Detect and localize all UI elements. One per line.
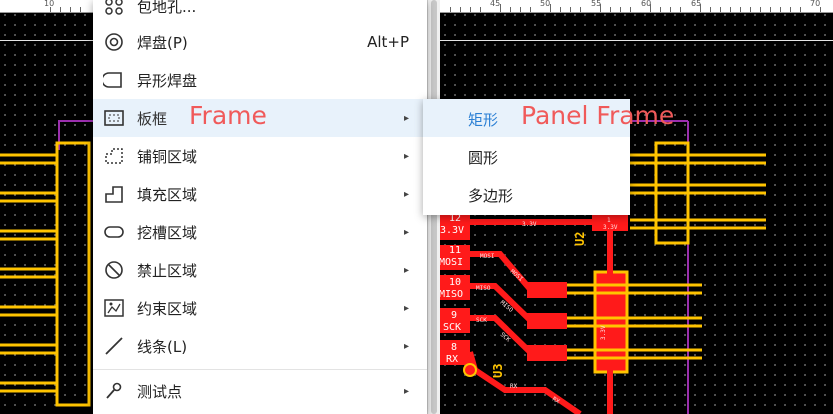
- pin-labels: 12 3.3V 11 MOSI 10 MISO 9 SCK 8 RX: [439, 213, 464, 365]
- menu-item-label: 线条(L): [137, 337, 188, 356]
- submenu-arrow-icon: ▸: [403, 226, 409, 238]
- svg-text:1: 1: [607, 217, 611, 224]
- designator-u2: U2: [573, 232, 587, 246]
- svg-text:MOSI: MOSI: [480, 253, 495, 260]
- menu-item-label: 板框: [137, 109, 168, 128]
- ruler-tick-label: 70: [810, 0, 821, 8]
- menu-item-label: 填充区域: [137, 185, 198, 204]
- pin-name: 3.3V: [440, 225, 464, 236]
- submenu-arrow-icon: ▸: [403, 150, 409, 162]
- svg-text:MISO: MISO: [476, 285, 491, 292]
- fill-area-icon: [103, 184, 125, 204]
- menu-item-label: 异形焊盘: [137, 71, 198, 90]
- submenu-arrow-icon: ▸: [403, 264, 409, 276]
- svg-text:RX: RX: [510, 383, 518, 390]
- menu-divider: [93, 369, 427, 370]
- menu-item-fill-area[interactable]: 填充区域 ▸: [93, 175, 427, 213]
- submenu-item-rectangle[interactable]: 矩形: [423, 99, 630, 137]
- submenu-item-label: 矩形: [468, 111, 499, 129]
- left-header-outline: [55, 141, 91, 407]
- annotation-frame: Frame: [189, 101, 267, 130]
- pin-number: 10: [449, 277, 461, 288]
- constraint-area-icon: [103, 298, 125, 318]
- pin-name: MISO: [439, 289, 463, 300]
- annotation-panel-frame: Panel Frame: [521, 101, 675, 130]
- board-frame-submenu: 矩形 圆形 多边形: [423, 99, 630, 215]
- menu-item-copper-area[interactable]: 铺铜区域 ▸: [93, 137, 427, 175]
- menu-item-label: 挖槽区域: [137, 223, 198, 242]
- menu-item-line[interactable]: 线条(L) ▸: [93, 327, 427, 365]
- lower-header-pins: [565, 283, 702, 360]
- ruler-tick-label: 45: [490, 0, 501, 8]
- pad-icon: [103, 32, 125, 52]
- right-header-pins: [630, 153, 766, 230]
- custom-pad-icon: [101, 70, 125, 90]
- line-icon: [103, 336, 125, 356]
- ruler-tick-label: 50: [540, 0, 551, 8]
- menu-item-label: 禁止区域: [137, 261, 198, 280]
- submenu-arrow-icon: ▸: [403, 302, 409, 314]
- pin-name: SCK: [443, 322, 461, 333]
- menu-item-label: 铺铜区域: [137, 147, 198, 166]
- svg-text:3.3V: 3.3V: [522, 221, 537, 228]
- menu-item-constraint-area[interactable]: 约束区域 ▸: [93, 289, 427, 327]
- menu-item-label: 包地孔...: [137, 0, 197, 16]
- ruler-tick-label: 55: [591, 0, 602, 8]
- menu-item-keepout-area[interactable]: 禁止区域 ▸: [93, 251, 427, 289]
- menu-item-label: 测试点: [137, 382, 183, 401]
- pin-number: 11: [449, 245, 461, 256]
- copper-area-icon: [103, 146, 125, 166]
- menu-item-label: 约束区域: [137, 299, 198, 318]
- submenu-item-label: 圆形: [468, 149, 499, 167]
- ruler-tick-label: 10: [44, 0, 55, 8]
- pin-name: MOSI: [439, 257, 463, 268]
- pads: [438, 215, 628, 365]
- ground-via-icon: [103, 0, 125, 16]
- menu-item-slot-area[interactable]: 挖槽区域 ▸: [93, 213, 427, 251]
- menu-item-pad[interactable]: 焊盘(P) Alt+P: [93, 23, 427, 61]
- pin-number: 8: [451, 342, 457, 353]
- shortcut-label: Alt+P: [367, 33, 409, 51]
- submenu-arrow-icon: ▸: [403, 340, 409, 352]
- traces: [467, 219, 613, 414]
- submenu-item-label: 多边形: [468, 187, 514, 205]
- submenu-arrow-icon: ▸: [403, 188, 409, 200]
- menu-item-ground-via[interactable]: 包地孔...: [93, 0, 427, 25]
- submenu-item-circle[interactable]: 圆形: [423, 137, 630, 175]
- board-frame-icon: [103, 108, 125, 128]
- submenu-arrow-icon: ▸: [403, 385, 409, 397]
- pin-number: 12: [449, 213, 461, 224]
- prohibited-icon: [103, 260, 125, 280]
- menu-item-board-frame[interactable]: 板框 ▸: [93, 99, 427, 137]
- slot-area-icon: [103, 222, 125, 242]
- test-point-icon: [103, 381, 125, 401]
- left-header-pins: [0, 153, 57, 393]
- menu-item-label: 焊盘(P): [137, 33, 188, 52]
- svg-text:3.3V: 3.3V: [603, 224, 618, 231]
- menu-item-custom-pad[interactable]: 异形焊盘: [93, 61, 427, 99]
- ruler-tick-label: 60: [641, 0, 652, 8]
- svg-text:RX: RX: [551, 396, 561, 406]
- designator-u3: U3: [491, 364, 505, 378]
- menu-item-test-point[interactable]: 测试点 ▸: [93, 372, 427, 410]
- pin-number: 9: [451, 310, 457, 321]
- designators: U2 U3: [491, 232, 587, 378]
- svg-text:3.3V: 3.3V: [600, 325, 607, 340]
- pin-name: RX: [446, 354, 458, 365]
- ruler-tick-label: 65: [691, 0, 702, 8]
- context-menu: 包地孔... 焊盘(P) Alt+P 异形焊盘 板框 ▸ 铺铜区域 ▸ 填充区域…: [93, 0, 427, 414]
- via: [463, 363, 477, 377]
- svg-text:SCK: SCK: [476, 317, 487, 324]
- submenu-arrow-icon: ▸: [403, 112, 409, 124]
- submenu-item-polygon[interactable]: 多边形: [423, 175, 630, 213]
